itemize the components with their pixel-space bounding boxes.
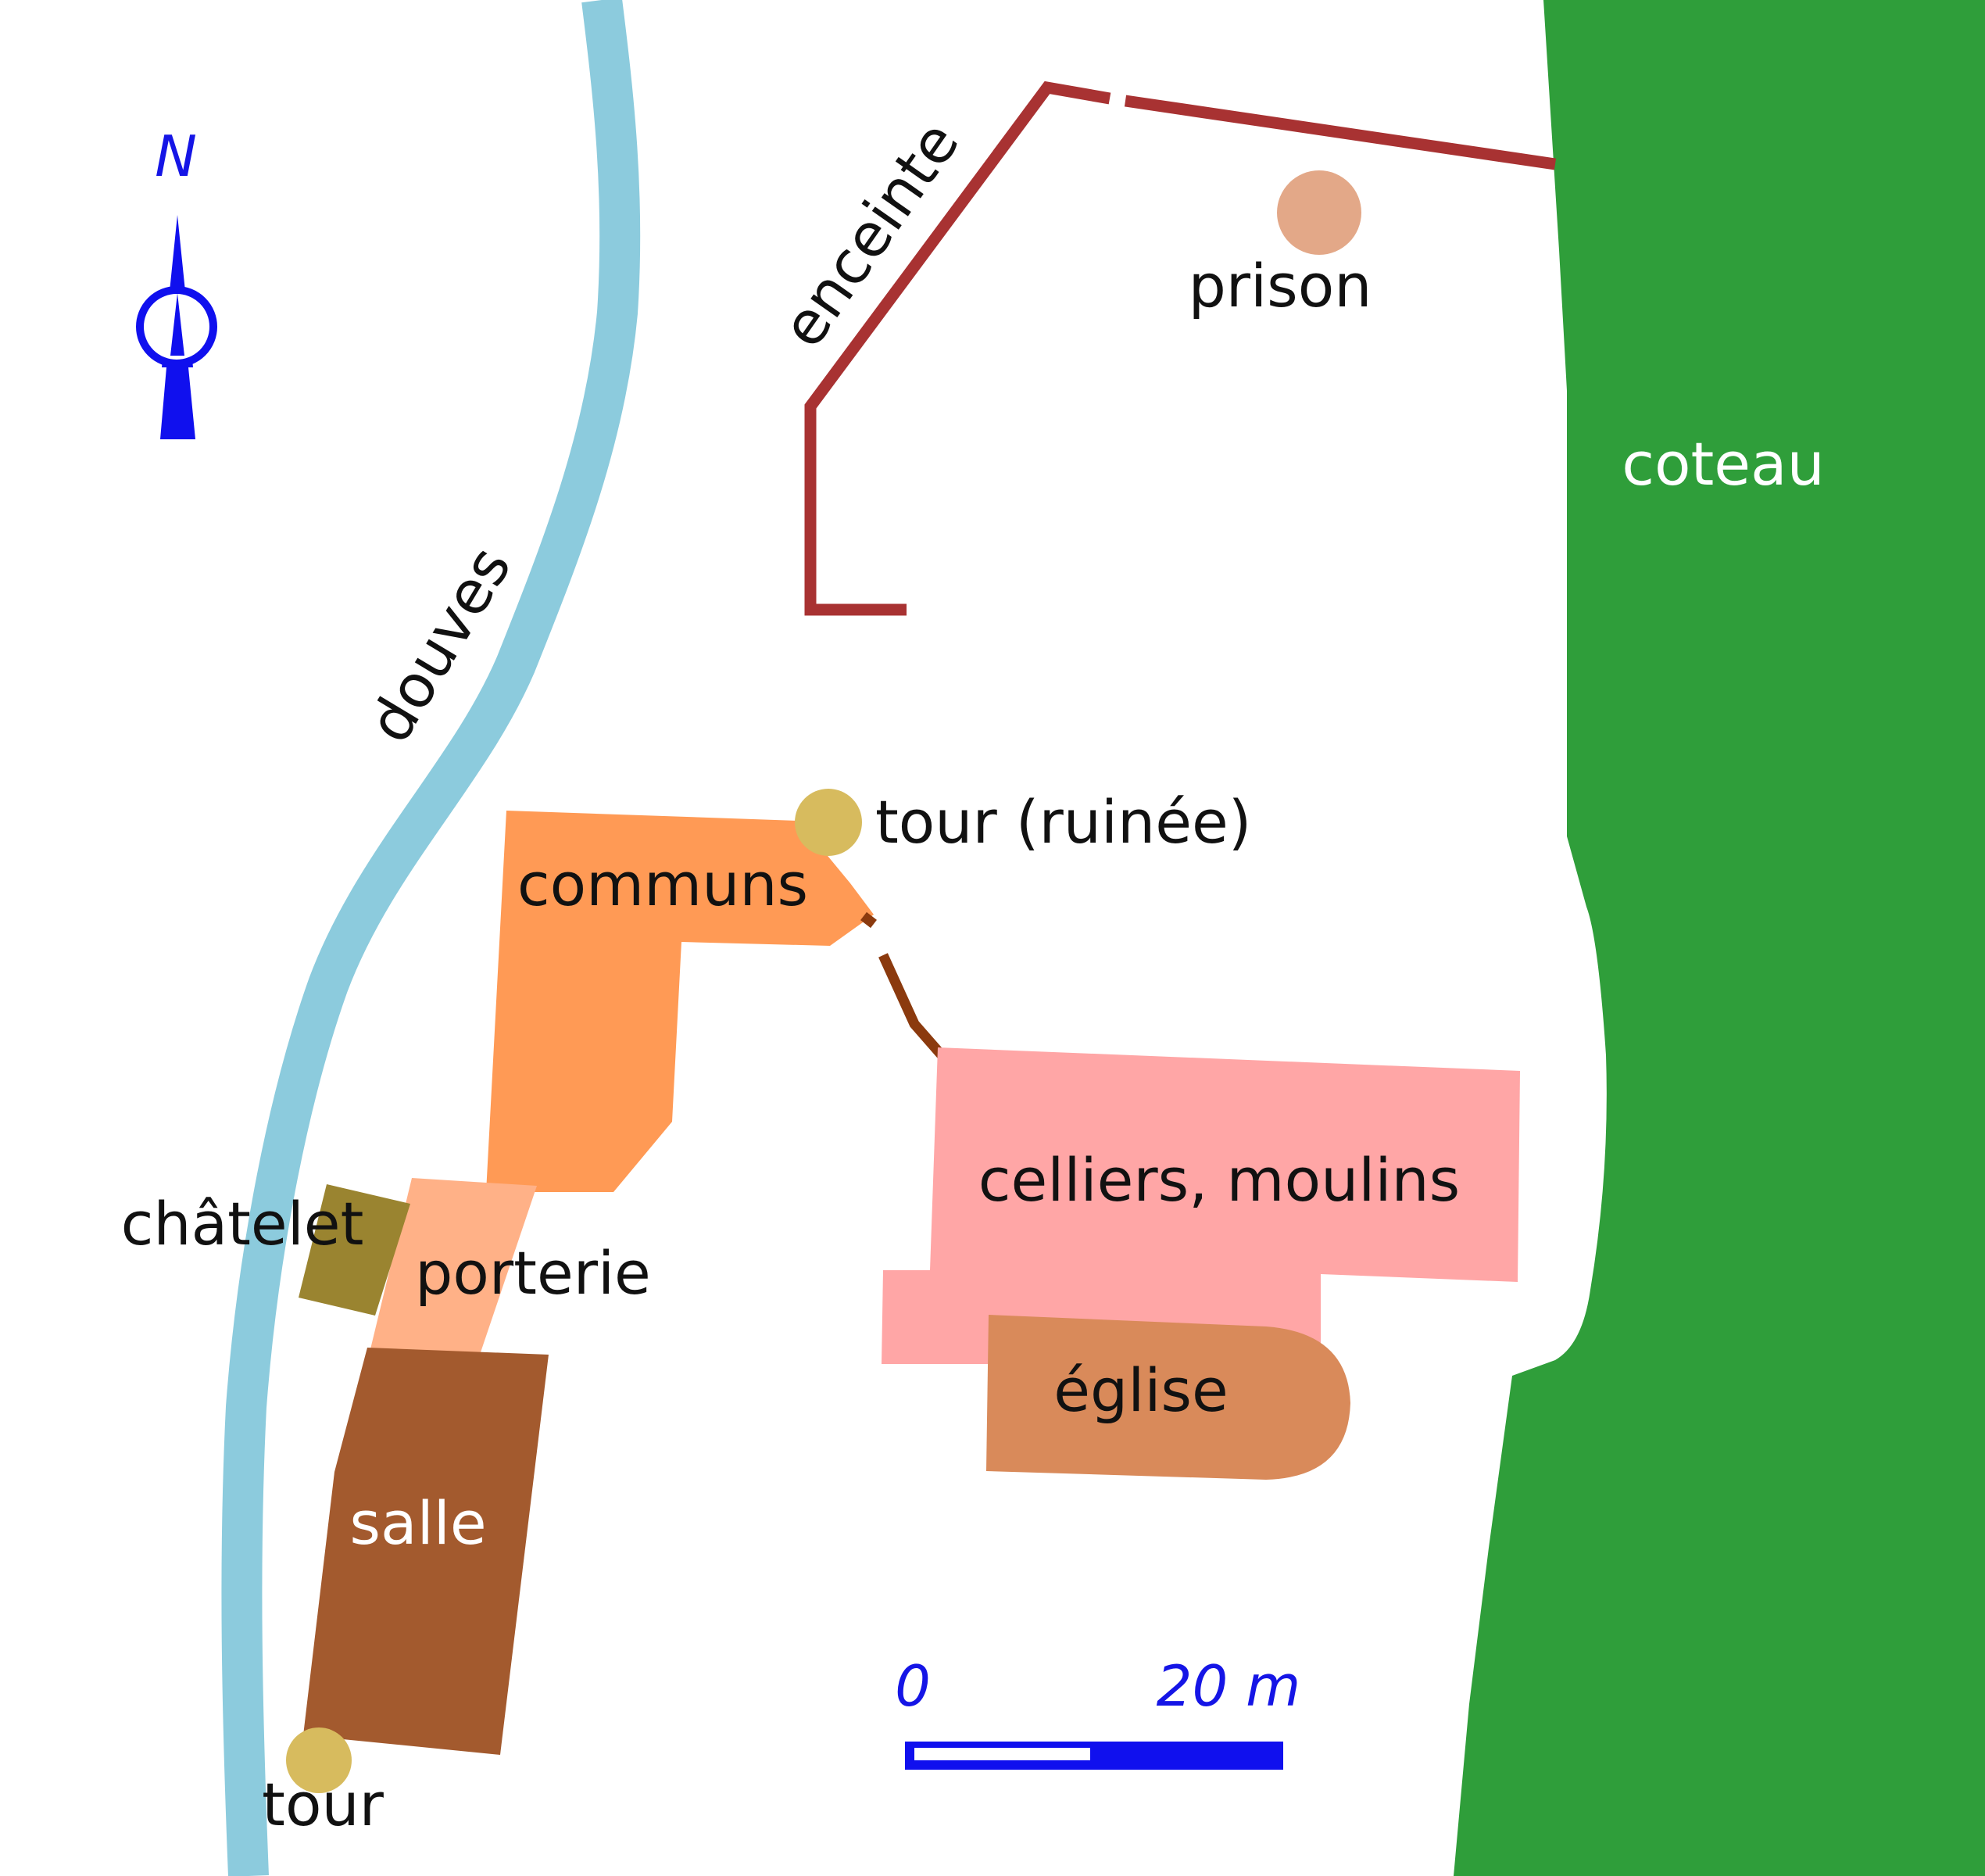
celliers-moulins-label: celliers, moulins: [978, 1145, 1461, 1215]
passage-wall: [860, 911, 946, 1059]
north-label: N: [155, 124, 197, 189]
douves-moat: [221, 0, 641, 1876]
coteau-area: [1454, 0, 1985, 1876]
tour-ruinee-tower: [795, 789, 862, 856]
scale-start-label: 0: [895, 1653, 931, 1719]
chatelet-label: châtelet: [121, 1189, 364, 1258]
tour-ruinee-label: tour (ruinée): [875, 787, 1251, 857]
porterie-label: porterie: [415, 1238, 651, 1308]
scale-bar-icon: 0 20 m: [895, 1653, 1300, 1770]
chatelet-building: [299, 1184, 410, 1316]
coteau-label: coteau: [1622, 429, 1825, 499]
prison-label: prison: [1189, 251, 1372, 320]
communs-label: communs: [517, 850, 808, 919]
salle-building: [303, 1348, 549, 1755]
tour-south-label: tour: [262, 1770, 384, 1839]
tour-south-tower: [286, 1727, 352, 1793]
eglise-building: [986, 1315, 1350, 1480]
eglise-label: église: [1053, 1355, 1229, 1425]
north-arrow-icon: N: [136, 124, 217, 439]
salle-label: salle: [349, 1488, 486, 1558]
celliers-moulins-building: [882, 1047, 1520, 1364]
communs-building: [486, 811, 874, 1192]
enceinte-wall: [804, 81, 1557, 616]
scale-end-label: 20 m: [1157, 1653, 1301, 1719]
prison-tower: [1277, 170, 1361, 255]
porterie-building: [370, 1178, 537, 1352]
